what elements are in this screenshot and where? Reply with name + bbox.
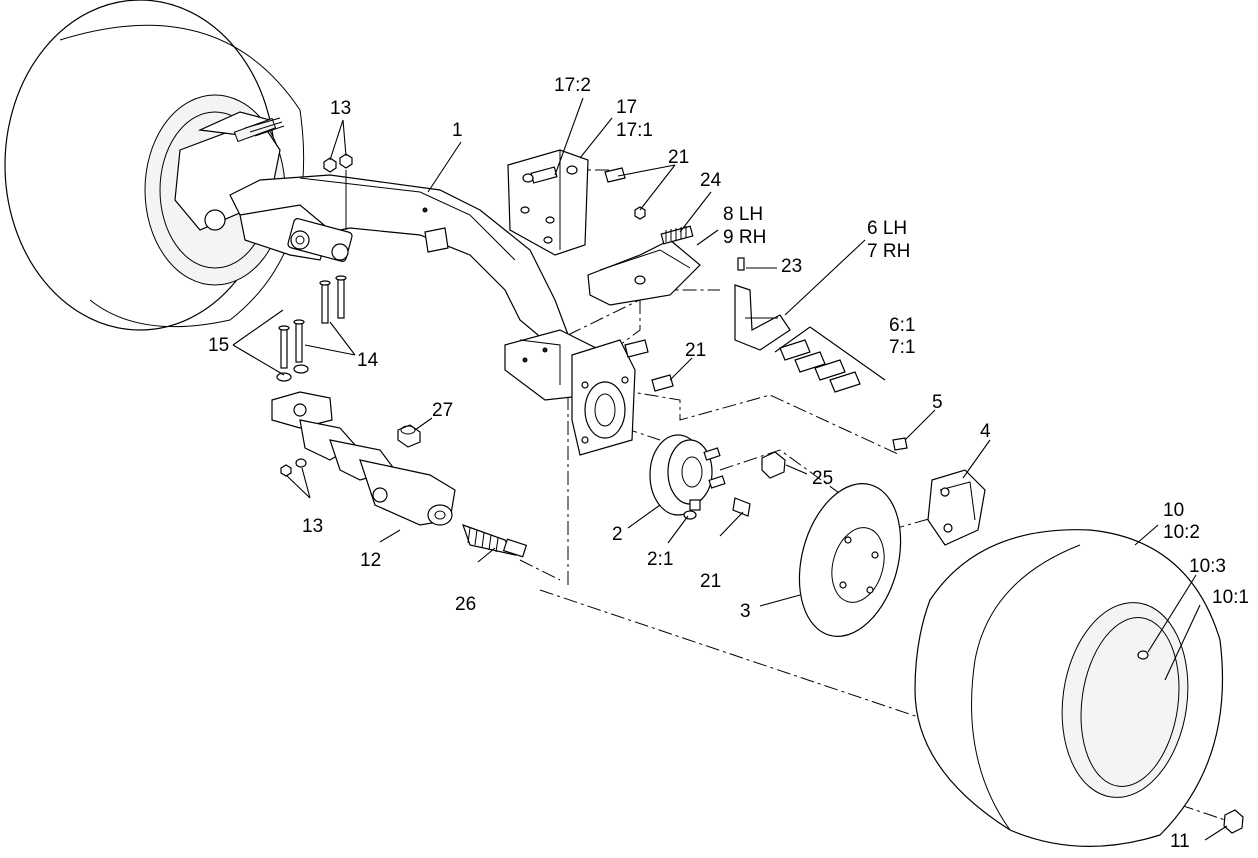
- callout-14: 14: [357, 350, 379, 371]
- callout-5: 5: [932, 392, 943, 413]
- callout-23: 23: [781, 256, 802, 277]
- bolt-21-bottom: [732, 497, 751, 517]
- callout-4: 4: [980, 421, 991, 442]
- callout-13-top: 13: [330, 98, 351, 119]
- callout-26: 26: [455, 594, 476, 615]
- spindle-knuckle: [571, 339, 636, 456]
- nut-25: [761, 451, 786, 479]
- callout-17-2: 17:2: [554, 75, 591, 96]
- callout-15: 15: [208, 335, 229, 356]
- bottom-nuts-13: [280, 458, 307, 477]
- callout-10-2: 10:2: [1163, 522, 1200, 543]
- leader-lines: [232, 97, 1228, 841]
- brake-caliper-4: [927, 469, 986, 546]
- bolts-21-middle: [624, 339, 674, 392]
- callout-8-lh: 8 LH: [723, 204, 763, 225]
- callout-10-3: 10:3: [1189, 556, 1226, 577]
- callout-2-1: 2:1: [647, 549, 673, 570]
- upper-u-joint: [239, 204, 353, 262]
- mounting-bracket-17: [507, 149, 589, 256]
- callout-17: 17: [616, 97, 637, 118]
- callout-17-1: 17:1: [616, 120, 653, 141]
- callout-11: 11: [1170, 831, 1190, 852]
- callout-13-bottom: 13: [302, 516, 323, 537]
- bolts-21-top: [604, 167, 646, 220]
- brake-pads: [779, 339, 861, 393]
- lug-nut-11: [1223, 809, 1244, 834]
- callout-6-lh: 6 LH: [867, 218, 907, 239]
- wheel-hub-2: [649, 434, 726, 520]
- callout-9-rh: 9 RH: [723, 227, 766, 248]
- bolts-14-lower: [278, 319, 305, 369]
- callout-12: 12: [360, 550, 381, 571]
- washers-15: [276, 364, 309, 382]
- callout-6-1: 6:1: [889, 315, 915, 336]
- brake-disc-3: [798, 483, 902, 637]
- splined-shaft-26: [462, 524, 528, 558]
- right-tire-10: [914, 529, 1224, 847]
- top-nuts-13: [323, 153, 353, 230]
- callout-21-middle: 21: [685, 340, 706, 361]
- callout-21-bottom: 21: [700, 571, 721, 592]
- callout-21-top: 21: [668, 147, 689, 168]
- driveshaft-12: [271, 391, 456, 526]
- callout-3: 3: [740, 601, 751, 622]
- callout-labels: 1 13 17:2 17 17:1 21 24 8 LH 9 RH 23 6 L…: [208, 75, 1249, 852]
- brake-bracket-8-9: [587, 239, 701, 306]
- callout-1: 1: [452, 120, 463, 141]
- bolt-23: [737, 257, 745, 271]
- caliper-bracket-6-7: [734, 284, 791, 351]
- callout-7-1: 7:1: [889, 337, 915, 358]
- callout-2: 2: [612, 524, 623, 545]
- callout-27: 27: [432, 400, 453, 421]
- callout-10: 10: [1163, 500, 1184, 521]
- callout-7-rh: 7 RH: [867, 241, 910, 262]
- callout-10-1: 10:1: [1212, 587, 1249, 608]
- callout-25: 25: [812, 468, 833, 489]
- spring-24: [660, 225, 694, 245]
- bolts-14-upper: [319, 275, 347, 324]
- callout-24: 24: [700, 170, 722, 191]
- bleed-fitting-5: [892, 437, 908, 451]
